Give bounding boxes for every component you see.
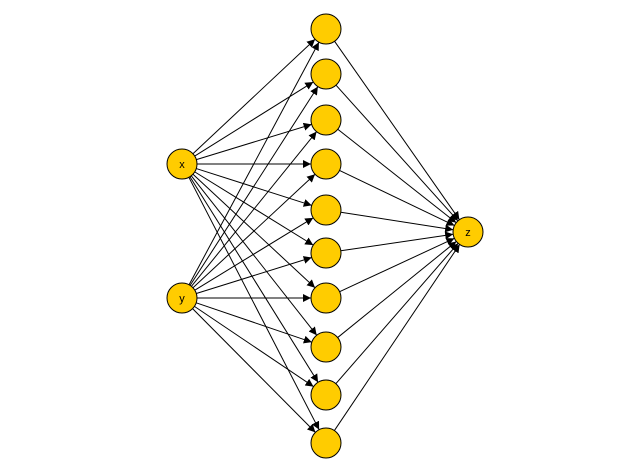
hidden-node-10 — [310, 427, 342, 459]
hidden-node-9 — [310, 379, 342, 411]
edge-x-to-h3 — [196, 122, 312, 161]
hidden-node-8-circle — [310, 331, 342, 363]
input-node-x-label: x — [179, 159, 185, 171]
output-node-z: z — [452, 216, 484, 248]
hidden-node-3-circle — [310, 104, 342, 136]
edge-x-to-h2 — [194, 81, 314, 157]
hidden-node-9-circle — [310, 379, 342, 411]
input-node-x: x — [166, 148, 198, 180]
input-node-y-label: y — [179, 293, 185, 305]
hidden-node-6 — [310, 237, 342, 269]
edge-y-to-h3 — [191, 131, 317, 287]
edge-h7-to-z — [339, 237, 455, 293]
input-node-y: y — [166, 282, 198, 314]
hidden-node-3 — [310, 104, 342, 136]
edge-x-to-h9 — [189, 176, 319, 383]
output-node-z-label: z — [465, 227, 471, 239]
hidden-node-2 — [310, 58, 342, 90]
hidden-node-1-circle — [310, 13, 342, 45]
edge-y-to-h6 — [196, 256, 312, 295]
hidden-node-4 — [310, 148, 342, 180]
edge-h2-to-z — [335, 84, 459, 222]
hidden-node-1 — [310, 13, 342, 45]
edge-h1-to-z — [334, 41, 460, 220]
hidden-node-8 — [310, 331, 342, 363]
hidden-node-7 — [310, 282, 342, 314]
hidden-node-4-circle — [310, 148, 342, 180]
edge-x-to-h8 — [190, 175, 318, 336]
edge-x-to-h1 — [192, 38, 316, 155]
edge-h9-to-z — [335, 242, 459, 385]
edge-y-to-h4 — [192, 173, 316, 289]
edges-layer — [188, 38, 461, 433]
edge-h6-to-z — [340, 231, 454, 252]
output-node-z-circle — [452, 216, 484, 248]
hidden-node-6-circle — [310, 237, 342, 269]
edge-h8-to-z — [337, 241, 457, 338]
edge-y-to-h5 — [194, 217, 314, 291]
nodes-layer: x y z — [166, 13, 484, 459]
hidden-node-5 — [310, 194, 342, 226]
input-node-x-circle — [166, 148, 198, 180]
edge-y-to-h10 — [192, 308, 316, 433]
edge-h3-to-z — [337, 128, 457, 224]
edge-h10-to-z — [333, 244, 461, 431]
edge-x-to-h10 — [188, 177, 320, 430]
edge-y-to-h8 — [196, 302, 312, 344]
edge-y-to-h9 — [194, 305, 314, 388]
edge-h5-to-z — [340, 211, 454, 233]
edge-y-to-h1 — [188, 41, 320, 286]
edge-x-to-h5 — [196, 168, 312, 207]
edge-y-to-h2 — [189, 86, 319, 286]
hidden-node-2-circle — [310, 58, 342, 90]
input-node-y-circle — [166, 282, 198, 314]
hidden-node-5-circle — [310, 194, 342, 226]
hidden-node-10-circle — [310, 427, 342, 459]
edge-h4-to-z — [339, 170, 455, 226]
hidden-node-7-circle — [310, 282, 342, 314]
